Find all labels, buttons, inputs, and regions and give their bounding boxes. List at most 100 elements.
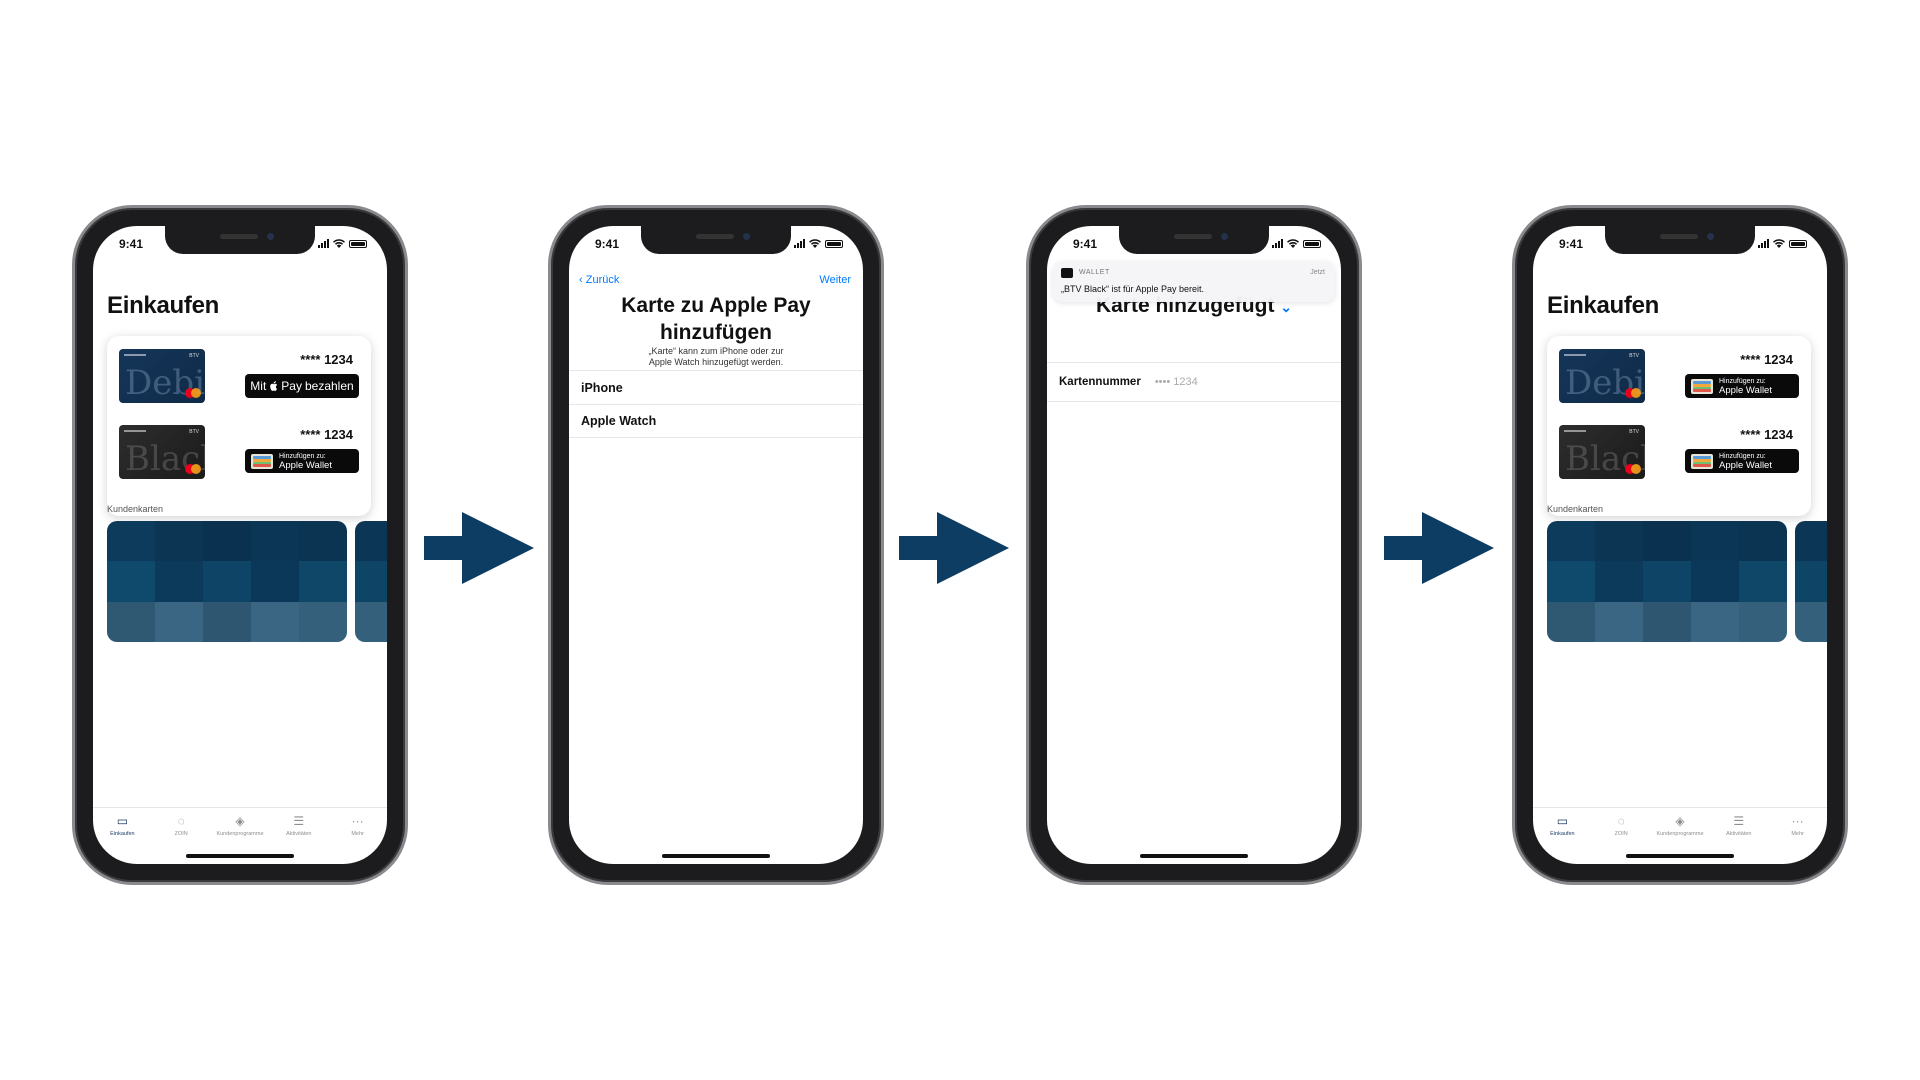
tab-bar: ▭Einkaufen ◌ZOIN ◈Kundenprogramme ☰Aktiv… [1533,807,1827,848]
status-bar: 9:41 [93,236,387,256]
home-indicator[interactable] [186,854,294,858]
tab-mehr[interactable]: ···Mehr [1791,814,1804,837]
pay-with-apple-pay-button[interactable]: Mit Pay bezahlen [245,374,359,398]
wifi-icon [1773,239,1785,248]
phone-3: 9:41 Karte hinzugefügt ⌄ WALLET Jetzt „B… [1026,205,1362,885]
battery-icon [1789,239,1807,248]
mastercard-icon [1625,388,1641,398]
page-title: Einkaufen [107,292,219,319]
wallet-icon [251,453,273,469]
status-time: 9:41 [119,237,144,251]
card-icon: ▭ [116,814,129,828]
signal-icon [318,239,329,248]
tab-aktivitaeten[interactable]: ☰Aktivitäten [1726,814,1752,837]
wallet-icon [1691,378,1713,394]
wallet-icon [1691,453,1713,469]
add-to-apple-wallet-button[interactable]: Hinzufügen zu:Apple Wallet [1685,374,1799,398]
payment-cards-panel: BTV Debi **** 1234 Hinzufügen zu:Apple W… [1547,336,1811,516]
card-number-value: •••• 1234 [1154,376,1198,388]
wallet-icon [1061,268,1073,278]
tab-einkaufen[interactable]: ▭Einkaufen [110,814,135,837]
battery-icon [825,239,843,248]
card-number: **** 1234 [1740,352,1793,367]
activity-icon: ☰ [1733,814,1745,828]
wifi-icon [333,239,345,248]
mastercard-icon [1625,464,1641,474]
tab-bar: ▭Einkaufen ◌ZOIN ◈Kundenprogramme ☰Aktiv… [93,807,387,848]
section-label: Kundenkarten [1547,504,1604,514]
loyalty-card[interactable] [1547,521,1787,642]
loyalty-card[interactable] [1795,521,1827,642]
phone-1: 9:41 Einkaufen BTV Debi **** 1234 Mit Pa… [72,205,408,885]
arrow-right-icon [899,512,1009,584]
card-number: **** 1234 [300,352,353,367]
signal-icon [794,239,805,248]
page-title: Einkaufen [1547,292,1659,319]
mastercard-icon [185,388,201,398]
more-icon: ··· [351,814,364,828]
add-to-apple-wallet-button[interactable]: Hinzufügen zu:Apple Wallet [1685,449,1799,473]
tab-mehr[interactable]: ···Mehr [351,814,364,837]
device-row-apple-watch[interactable]: Apple Watch [569,404,863,438]
add-to-apple-wallet-button[interactable]: Hinzufügen zu:Apple Wallet [245,449,359,473]
battery-icon [1303,239,1321,248]
mastercard-icon [185,464,201,474]
zoin-icon: ◌ [1617,814,1625,828]
tab-einkaufen[interactable]: ▭Einkaufen [1550,814,1575,837]
notch [1605,226,1755,254]
card-number: **** 1234 [1740,427,1793,442]
black-card-image[interactable]: BTV Black [1559,425,1645,479]
card-icon: ▭ [1556,814,1569,828]
device-row-iphone[interactable]: iPhone [569,370,863,404]
arrow-right-icon [1384,512,1494,584]
notification-time: Jetzt [1310,269,1325,276]
chevron-down-icon: ⌄ [1280,299,1293,315]
battery-icon [349,239,367,248]
black-card-image[interactable]: BTV Black [119,425,205,479]
card-number: **** 1234 [300,427,353,442]
status-bar: 9:41 [569,236,863,256]
wallet-notification[interactable]: WALLET Jetzt „BTV Black“ ist für Apple P… [1053,262,1335,302]
signal-icon [1758,239,1769,248]
tab-kundenprogramme[interactable]: ◈Kundenprogramme [1656,814,1704,837]
tab-kundenprogramme[interactable]: ◈Kundenprogramme [216,814,264,837]
status-time: 9:41 [1073,237,1098,251]
zoin-icon: ◌ [177,814,185,828]
home-indicator[interactable] [1626,854,1734,858]
tab-zoin[interactable]: ◌ZOIN [174,814,188,837]
screen-einkaufen-updated: 9:41 Einkaufen BTV Debi **** 1234 Hinzuf… [1533,226,1827,864]
screen-card-added: 9:41 Karte hinzugefügt ⌄ WALLET Jetzt „B… [1047,226,1341,864]
card-number-row: Kartennummer •••• 1234 [1047,362,1341,402]
arrow-right-icon [424,512,534,584]
apple-logo-icon [270,380,278,391]
status-bar: 9:41 [1047,236,1341,256]
section-label: Kundenkarten [107,504,164,514]
status-bar: 9:41 [1533,236,1827,256]
tab-aktivitaeten[interactable]: ☰Aktivitäten [286,814,312,837]
notch [641,226,791,254]
debit-card-image[interactable]: BTV Debi [1559,349,1645,403]
payment-cards-panel: BTV Debi **** 1234 Mit Pay bezahlen BTV … [107,336,371,516]
card-number-label: Kartennummer [1059,376,1141,388]
debit-card-image[interactable]: BTV Debi [119,349,205,403]
screen-einkaufen: 9:41 Einkaufen BTV Debi **** 1234 Mit Pa… [93,226,387,864]
home-indicator[interactable] [1140,854,1248,858]
wifi-icon [809,239,821,248]
loyalty-card[interactable] [107,521,347,642]
phone-4: 9:41 Einkaufen BTV Debi **** 1234 Hinzuf… [1512,205,1848,885]
next-button[interactable]: Weiter [819,274,851,286]
notch [165,226,315,254]
home-indicator[interactable] [662,854,770,858]
tab-zoin[interactable]: ◌ZOIN [1614,814,1628,837]
loyalty-card[interactable] [355,521,387,642]
back-button[interactable]: ‹ Zurück [579,274,620,286]
more-icon: ··· [1791,814,1804,828]
status-time: 9:41 [1559,237,1584,251]
status-time: 9:41 [595,237,620,251]
chevron-left-icon: ‹ [579,274,586,286]
notch [1119,226,1269,254]
